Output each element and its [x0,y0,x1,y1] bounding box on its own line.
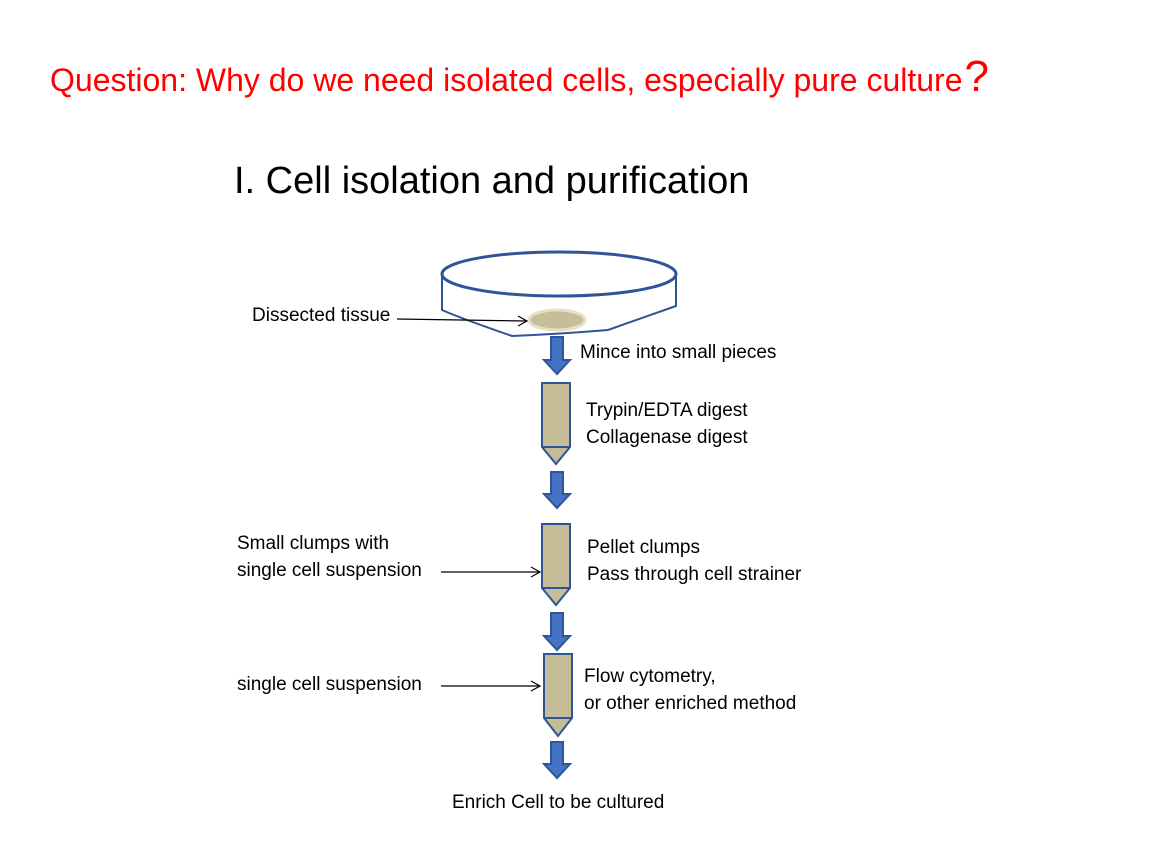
enriched-label: or other enriched method [584,693,797,714]
question-text: Question: Why do we need isolated cells,… [50,52,989,102]
result-label: Enrich Cell to be cultured [452,792,665,813]
dissected-tissue-label: Dissected tissue [252,305,391,326]
down-arrow-4 [541,741,573,780]
tissue-pointer [396,318,527,322]
tube-strainer [541,523,571,607]
tube-digest [541,382,571,466]
collagenase-label: Collagenase digest [586,427,748,448]
down-arrow-3 [541,612,573,652]
mince-label: Mince into small pieces [580,342,777,363]
question-label: Question: Why do we need isolated cells,… [50,62,963,98]
clumps-label-line1: Small clumps with [237,533,390,554]
clumps-label-line2: single cell suspension [237,560,422,581]
dissected-tissue [527,308,587,332]
pellet-label: Pellet clumps [587,537,700,558]
single-cell-label: single cell suspension [237,674,422,695]
slide-heading: I. Cell isolation and purification [234,160,750,202]
tube-enrich [543,653,573,738]
down-arrow-1 [541,336,573,376]
trypsin-label: Trypin/EDTA digest [586,400,748,421]
question-mark: ? [964,52,989,101]
strainer-label: Pass through cell strainer [587,564,802,585]
flow-label: Flow cytometry, [584,666,716,687]
down-arrow-2 [541,471,573,510]
